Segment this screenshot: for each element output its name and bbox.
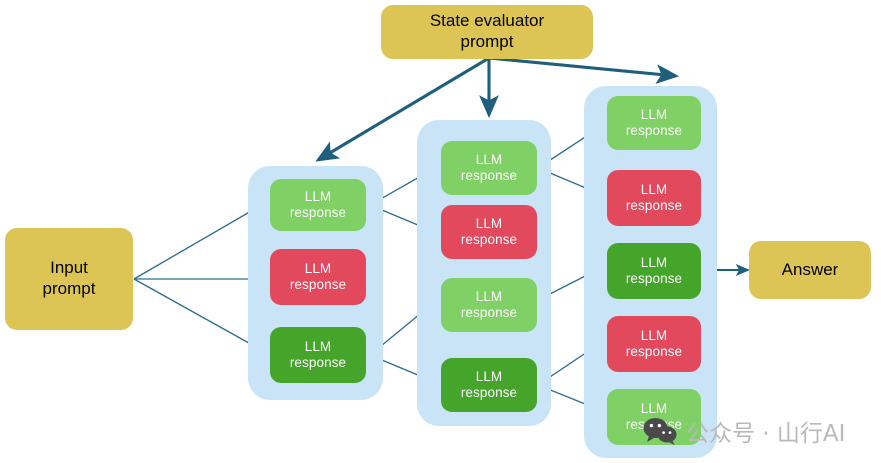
col3-node-2-line1: LLM [640, 182, 668, 198]
col1-node-3-line2: response [289, 355, 347, 370]
col1-node-1-line2: response [289, 205, 347, 220]
col3-node-4[interactable]: LLM response [607, 316, 701, 372]
col3-node-3[interactable]: LLM response [607, 243, 701, 299]
col2-node-2-line2: response [460, 232, 518, 247]
answer-box[interactable]: Answer [749, 241, 871, 299]
col2-node-1[interactable]: LLM response [441, 141, 537, 195]
col2-node-4-line1: LLM [475, 369, 503, 385]
wechat-icon [643, 417, 677, 445]
col3-node-2-line2: response [625, 198, 683, 213]
state-evaluator-prompt-box[interactable]: State evaluator prompt [381, 5, 593, 59]
state-evaluator-prompt-line1: State evaluator [429, 11, 545, 31]
col1-node-3[interactable]: LLM response [270, 327, 366, 383]
col3-node-5-line1: LLM [640, 401, 668, 417]
watermark: 公众号 · 山行AI [643, 414, 845, 448]
col2-node-3[interactable]: LLM response [441, 278, 537, 332]
col3-node-1[interactable]: LLM response [607, 96, 701, 150]
watermark-text: 公众号 · 山行AI [686, 421, 846, 447]
col2-node-3-line1: LLM [475, 289, 503, 305]
col3-node-4-line1: LLM [640, 328, 668, 344]
col3-node-1-line2: response [625, 123, 683, 138]
col3-node-1-line1: LLM [640, 107, 668, 123]
col3-node-2[interactable]: LLM response [607, 170, 701, 226]
col1-node-1-line1: LLM [304, 189, 332, 205]
col2-node-2[interactable]: LLM response [441, 205, 537, 259]
col3-node-3-line2: response [625, 271, 683, 286]
col1-node-2[interactable]: LLM response [270, 249, 366, 305]
col2-node-1-line1: LLM [475, 152, 503, 168]
col2-node-4[interactable]: LLM response [441, 358, 537, 412]
col1-node-3-line1: LLM [304, 339, 332, 355]
input-prompt-box[interactable]: Input prompt [5, 228, 133, 330]
input-prompt-line1: Input [50, 258, 88, 278]
col1-node-2-line2: response [289, 277, 347, 292]
col1-node-1[interactable]: LLM response [270, 179, 366, 231]
col3-node-3-line1: LLM [640, 255, 668, 271]
col3-node-4-line2: response [625, 344, 683, 359]
col2-node-2-line1: LLM [475, 216, 503, 232]
col2-node-1-line2: response [460, 168, 518, 183]
col1-node-2-line1: LLM [304, 261, 332, 277]
col2-node-3-line2: response [460, 305, 518, 320]
col2-node-4-line2: response [460, 385, 518, 400]
wire-group-input-to-col1 [133, 202, 266, 353]
state-evaluator-prompt-line2: prompt [460, 32, 514, 51]
answer-label: Answer [781, 259, 839, 279]
input-prompt-line2: prompt [42, 279, 96, 298]
